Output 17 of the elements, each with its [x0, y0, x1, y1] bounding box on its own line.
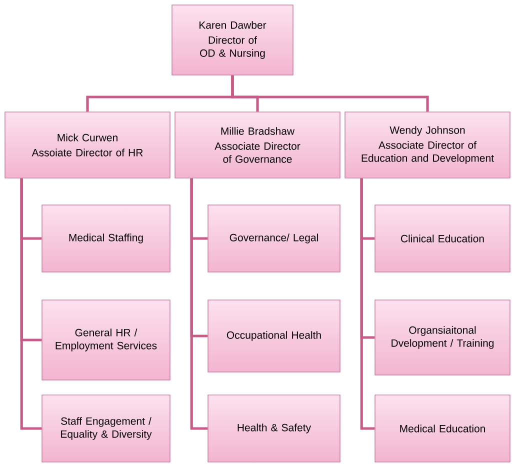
connector-line — [20, 178, 42, 430]
department-box: Occupational Health — [208, 300, 340, 372]
department-box: Organsiaitonal Dvelopment / Training — [374, 300, 510, 376]
department-box: Medical Staffing — [42, 204, 170, 272]
department-box: Staff Engagement / Equality & Diversity — [42, 394, 170, 462]
connector-line — [231, 75, 429, 112]
manager-box: Millie Bradshaw Associate Director of Governance — [174, 112, 340, 178]
connector-line — [360, 178, 375, 430]
department-box: Governance/ Legal — [208, 204, 340, 272]
director-box: Karen Dawber Director of OD & Nursing — [172, 4, 294, 76]
manager-box: Mick Curwen Assoiate Director of HR — [4, 112, 170, 178]
department-box: Medical Education — [374, 394, 510, 462]
department-box: General HR / Employment Services — [42, 300, 170, 380]
manager-box: Wendy Johnson Associate Director of Education and Development — [344, 112, 510, 178]
department-box: Health & Safety — [208, 394, 340, 462]
department-box: Clinical Education — [374, 204, 510, 272]
connector-line — [190, 178, 208, 430]
